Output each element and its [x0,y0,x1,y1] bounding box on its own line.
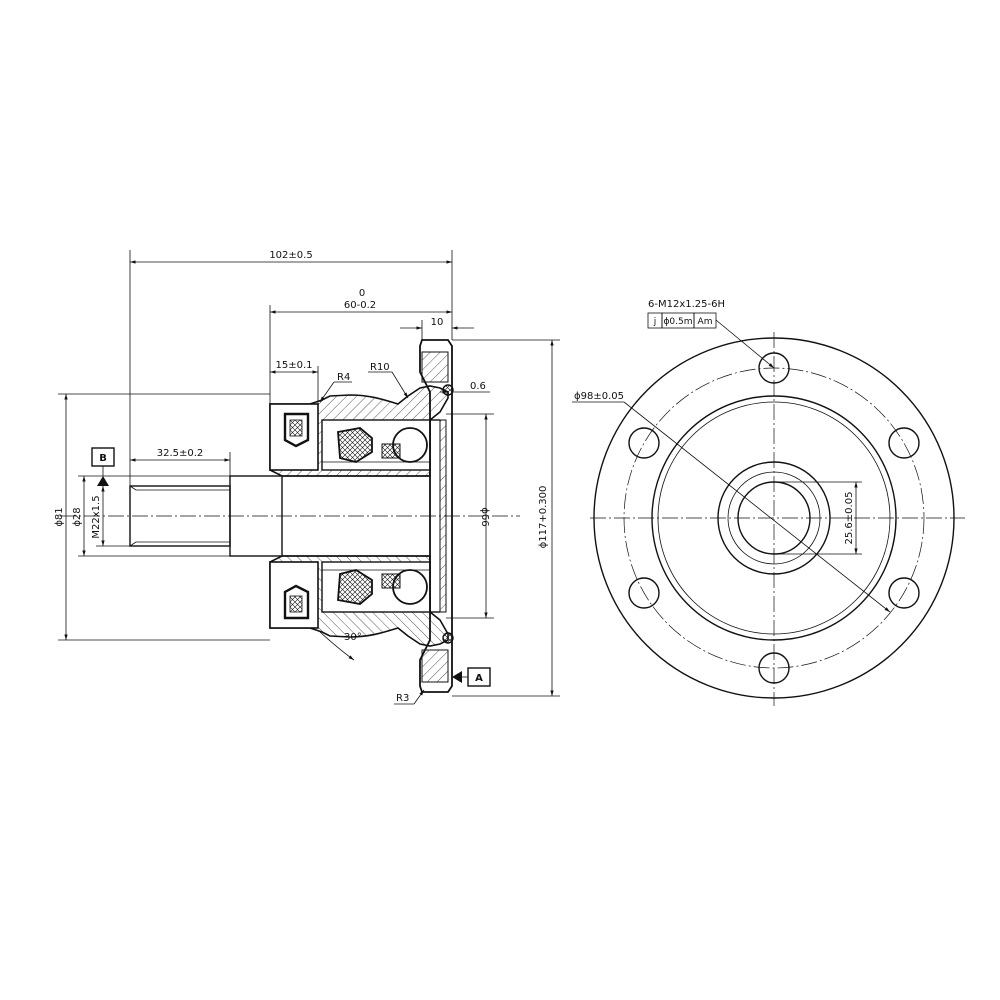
dim-pitch-circle: ϕ98±0.05 [572,391,891,613]
bolt-hole [758,652,790,684]
bolt-hole [888,427,920,459]
dim-dia-28-label: ϕ28 [72,507,83,526]
hub-inner-circle [657,401,891,635]
dim-flange-offset-bottom: 60-0.2 [344,300,376,311]
dim-dia-81: ϕ81 [54,393,270,641]
dim-thread-length: 32.5±0.2 [130,448,231,476]
end-view: 6-M12x1.25-6H j ϕ0.5m Am ϕ98±0.05 25.6±0… [572,299,965,706]
datum-a-label: A [475,673,483,684]
bore-mid-circle [727,471,821,565]
dim-thread-spec-label: M22x1.5 [91,495,102,538]
tolerance-value: ϕ0.5m [663,317,692,327]
leader-r4: R4 [319,372,352,403]
datum-b-label: B [99,453,107,464]
dim-gap: 0.6 [440,381,490,394]
tolerance-symbol: j [653,317,657,327]
flange [419,339,454,693]
leader-r3-label: R3 [396,693,409,704]
flange-outer-circle [593,337,955,699]
dim-seal-width-label: 15±0.1 [275,360,312,371]
dim-chamfer: 30° [319,631,362,661]
bolt-hole [888,577,920,609]
leader-r10: R10 [368,362,409,399]
dim-overall-length: 102±0.5 [129,250,453,486]
leader-r4-label: R4 [337,372,350,383]
hub-outer-circle [651,395,897,641]
leader-r3: R3 [394,689,425,705]
dim-dia-66: ϕ66 [446,413,494,619]
bolt-hole-callout: 6-M12x1.25-6H j ϕ0.5m Am [647,299,775,369]
dim-thread-spec: M22x1.5 [91,486,130,547]
dim-flange-offset: 0 60-0.2 [269,288,452,404]
leader-r10-label: R10 [370,362,390,373]
dim-dia-81-label: ϕ81 [54,507,65,526]
dim-overall-length-label: 102±0.5 [269,250,312,261]
dim-flange-thickness-label: 10 [431,317,444,328]
bolt-hole-spec: 6-M12x1.25-6H [648,299,725,310]
bore-outer-circle [717,461,831,575]
hub-section-upper [269,385,449,477]
dim-dia-28: ϕ28 [72,475,232,557]
dim-pitch-circle-label: ϕ98±0.05 [574,391,624,402]
tolerance-refs: Am [698,317,713,327]
datum-a: A [452,667,491,687]
bolt-hole [628,577,660,609]
dim-spline-label: 25.6±0.05 [844,492,855,545]
datum-b: B [91,447,115,486]
hub-section-lower [269,555,449,647]
bolt-holes [628,352,920,684]
dim-spline: 25.6±0.05 [774,481,862,555]
bolt-hole [758,352,790,384]
dim-gap-label: 0.6 [470,381,486,392]
dim-thread-length-label: 32.5±0.2 [157,448,204,459]
dim-flange-offset-top: 0 [359,288,365,299]
section-view: 102±0.5 0 60-0.2 10 15±0.1 R4 [54,250,560,705]
dim-flange-thickness: 10 [400,317,474,340]
dim-chamfer-label: 30° [344,632,362,643]
dim-seal-width: 15±0.1 [270,360,319,404]
bolt-hole [628,427,660,459]
dim-dia-117: ϕ117+0.300 [452,339,560,697]
dim-dia-66-label: ϕ66 [479,507,490,526]
dim-dia-117-label: ϕ117+0.300 [538,486,549,549]
